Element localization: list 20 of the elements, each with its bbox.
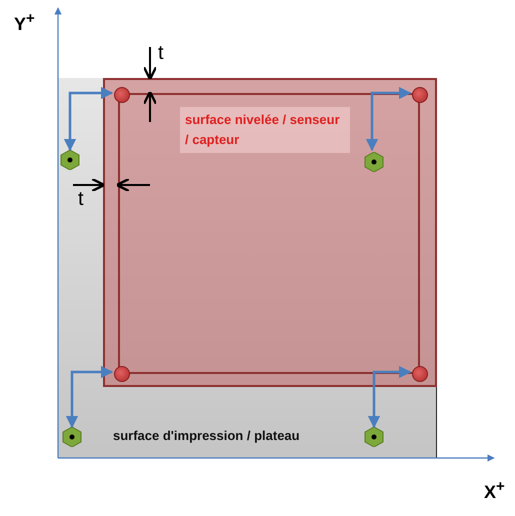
sensor-point [412,366,428,382]
area-label: surface nivelée / senseur / capteur [180,107,350,153]
screw-icon [60,150,80,170]
axis-label: X$^{+}$ [484,478,505,503]
sensor-point [114,87,130,103]
sensor-point [412,87,428,103]
dimension-label: t [158,42,164,65]
leveled-surface-area [103,78,437,387]
sensor-point [114,366,130,382]
offset-arrow [368,366,412,428]
dimension-label: t [78,188,84,211]
area-label: surface d'impression / plateau [113,428,300,443]
offset-arrow [66,366,114,428]
offset-arrow [366,86,412,152]
screw-icon [62,427,82,447]
axis-label: Y$^{+}$ [14,10,35,35]
offset-arrow [64,86,114,152]
screw-icon [364,427,384,447]
print-bed-area [58,78,437,458]
screw-icon [364,152,384,172]
